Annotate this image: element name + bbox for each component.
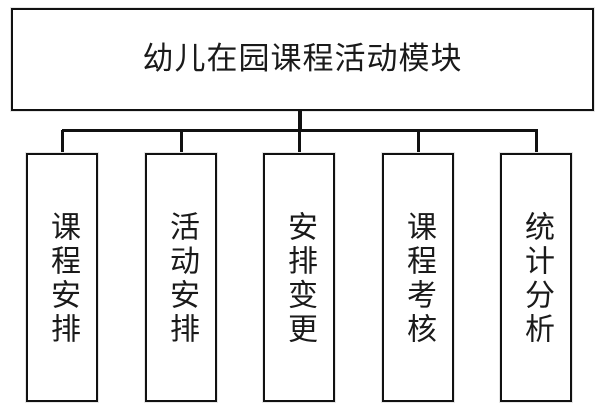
- connector-drop-to-child-2: [180, 130, 183, 154]
- child-module-box-3[interactable]: 安排变更: [262, 152, 336, 403]
- child-module-label-3: 安排变更: [282, 211, 317, 347]
- child-module-box-1[interactable]: 课程安排: [25, 152, 99, 403]
- child-module-box-2[interactable]: 活动安排: [144, 152, 218, 403]
- child-module-box-5[interactable]: 统计分析: [499, 152, 573, 403]
- connector-drop-to-child-4: [417, 130, 420, 154]
- child-module-label-4: 课程考核: [401, 211, 436, 347]
- root-module-label: 幼儿在园课程活动模块: [142, 41, 463, 77]
- connector-stem-vertical: [298, 111, 302, 132]
- child-module-label-1: 课程安排: [45, 211, 80, 347]
- child-module-label-2: 活动安排: [164, 211, 199, 347]
- connector-drop-to-child-3: [298, 130, 301, 154]
- child-module-box-4[interactable]: 课程考核: [381, 152, 455, 403]
- child-module-label-5: 统计分析: [519, 211, 554, 347]
- connector-drop-to-child-1: [61, 130, 64, 154]
- root-module-box[interactable]: 幼儿在园课程活动模块: [10, 7, 595, 112]
- connector-drop-to-child-5: [535, 130, 538, 154]
